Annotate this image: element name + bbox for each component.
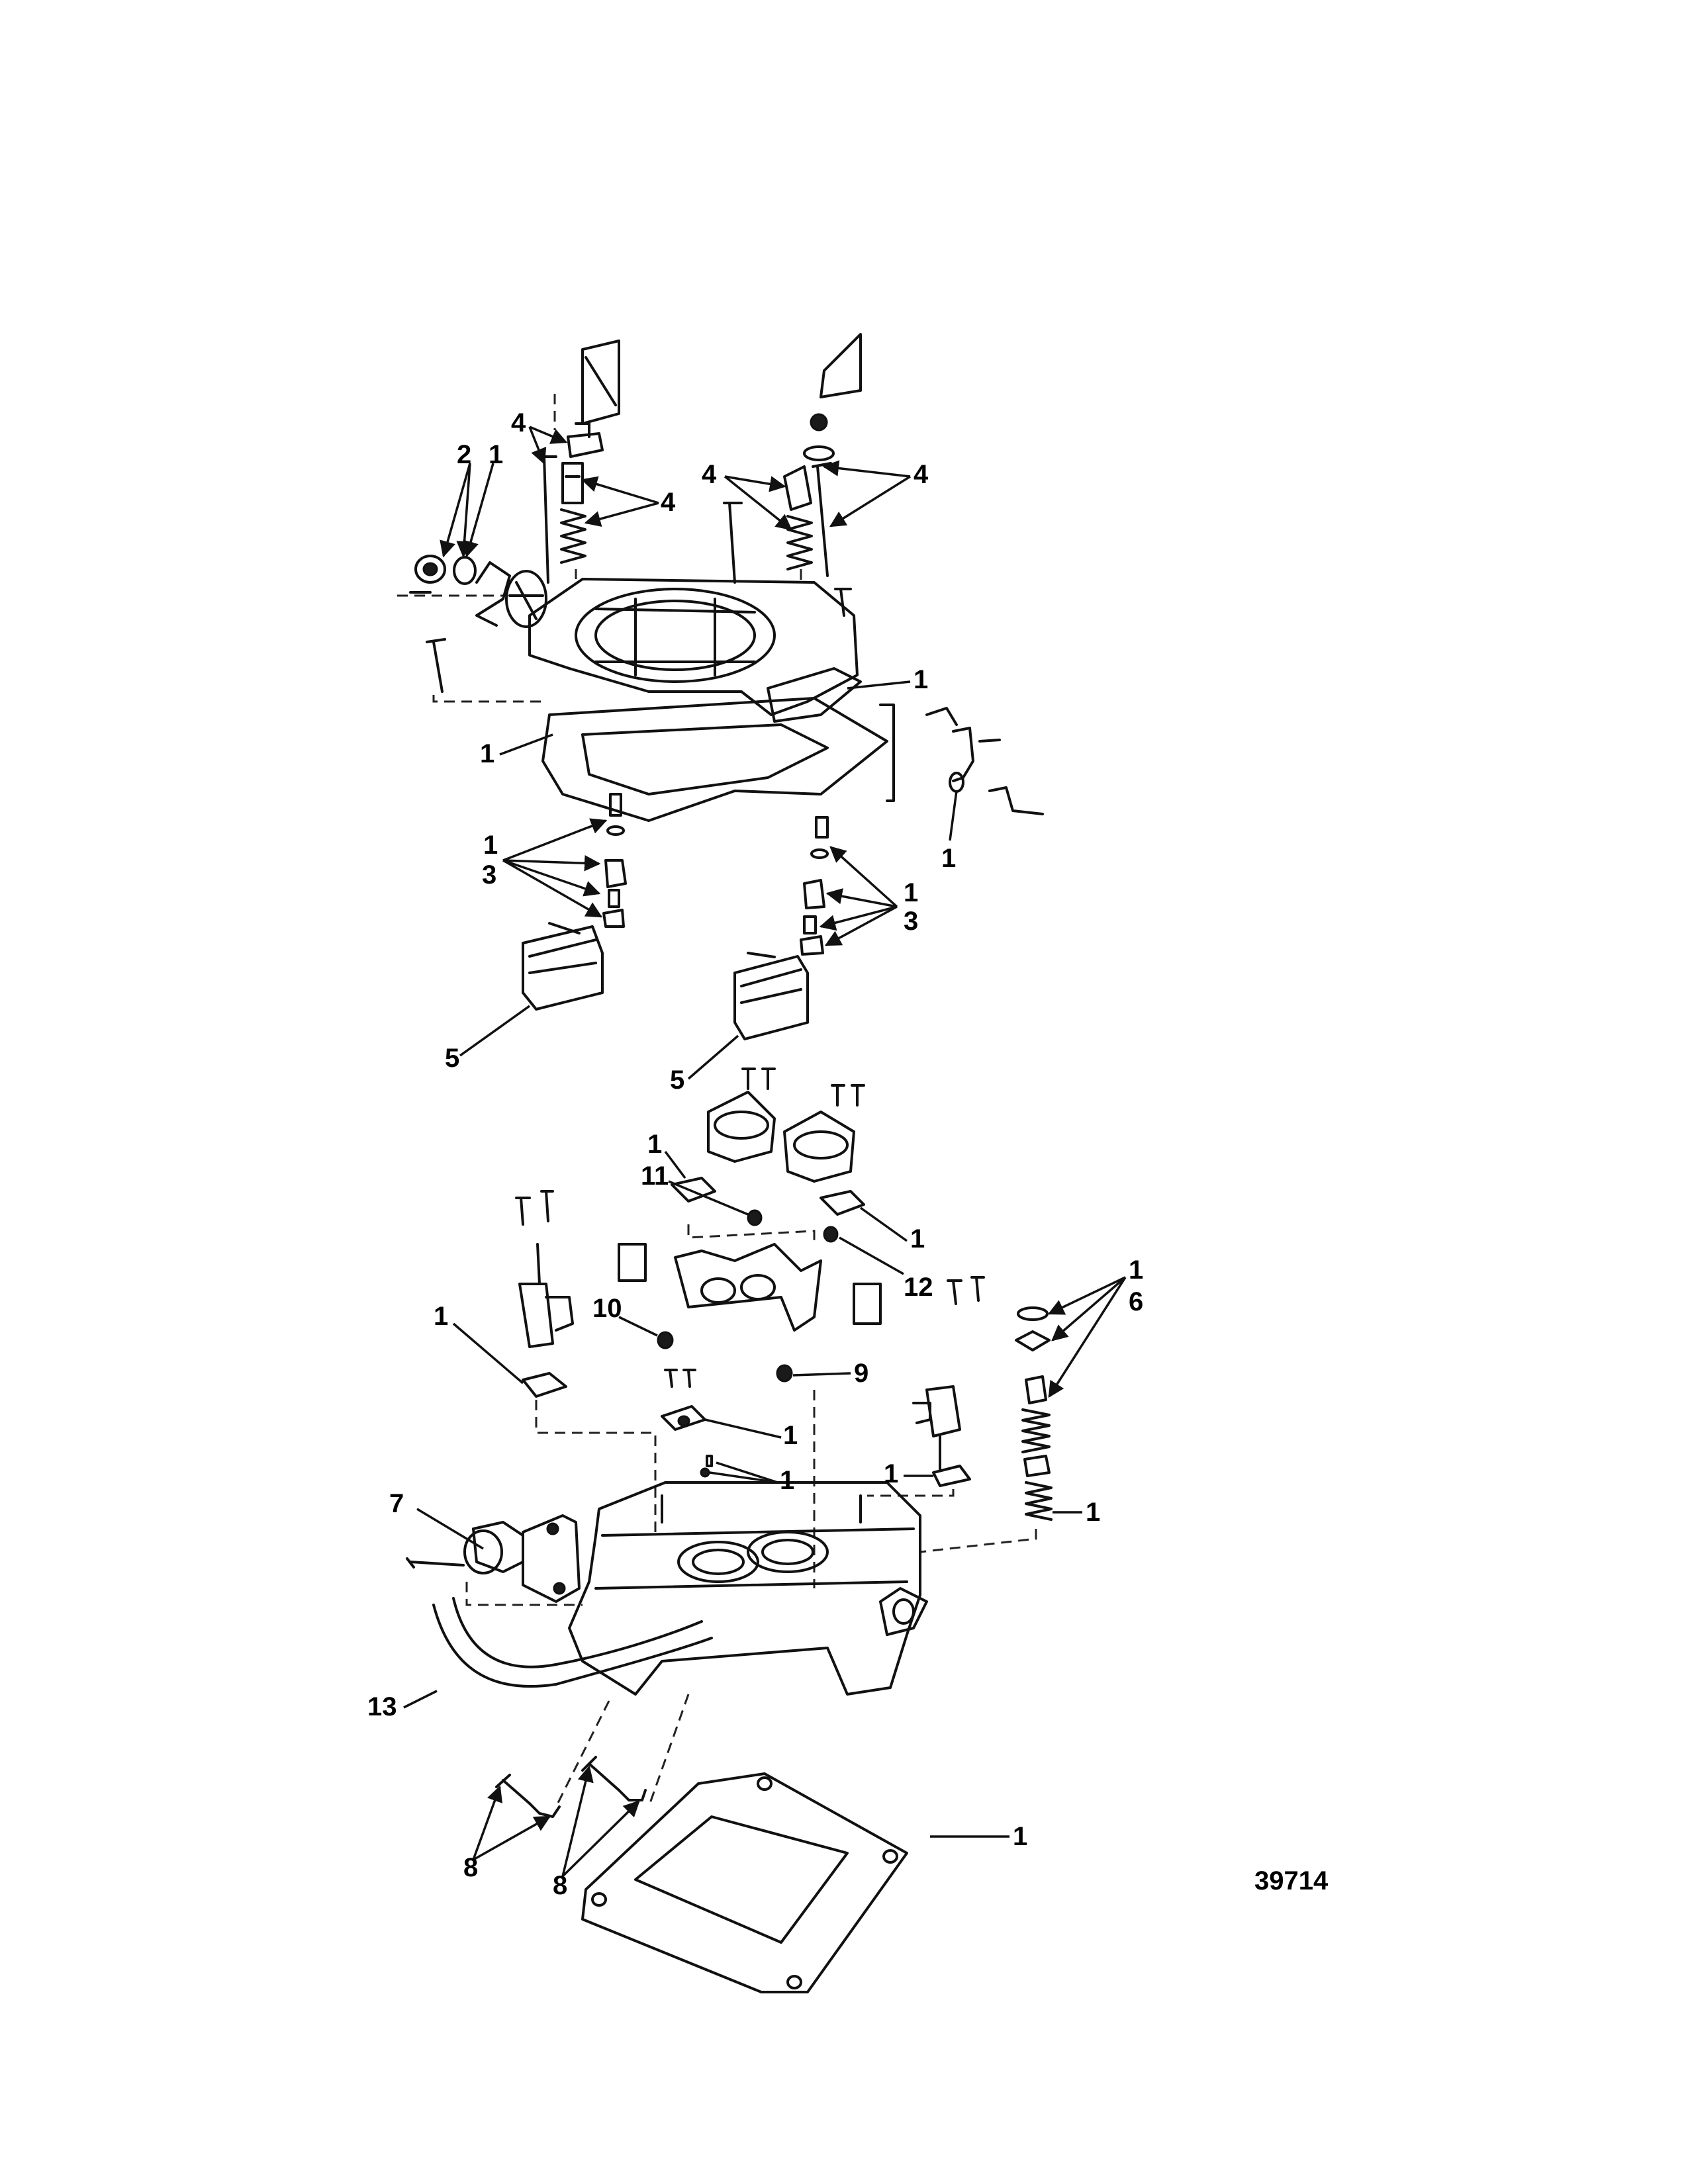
callout-label: 6 xyxy=(1129,1287,1143,1316)
callout-label: 1 xyxy=(884,1459,898,1488)
callout-label: 1 xyxy=(783,1421,798,1450)
callout-label: 1 xyxy=(914,665,928,694)
callout-label: 11 xyxy=(641,1161,669,1191)
callout-label: 8 xyxy=(463,1853,478,1882)
callout-label: 4 xyxy=(511,408,526,437)
callout-label: 2 xyxy=(457,440,471,469)
callout-label: 7 xyxy=(389,1489,404,1518)
air-horn-assembly xyxy=(397,333,1044,822)
callout-label: 3 xyxy=(482,860,496,889)
callout-label: 8 xyxy=(553,1871,567,1900)
callout-label: 5 xyxy=(670,1066,684,1095)
callout-label: 1 xyxy=(647,1130,662,1159)
callout-label: 4 xyxy=(914,460,929,489)
callout-label: 1 xyxy=(1086,1498,1100,1527)
callout-label: 1 xyxy=(483,831,498,860)
callout-label: 9 xyxy=(854,1359,868,1388)
callout-label: 1 xyxy=(910,1224,925,1253)
callout-label: 1 xyxy=(1129,1255,1143,1285)
callout-label: 1 xyxy=(1013,1822,1027,1851)
callout-labels: 4 2 1 4 4 4 1 1 1 1 3 1 3 5 5 1 11 1 12 … xyxy=(367,408,1143,1900)
callout-label: 13 xyxy=(367,1692,397,1721)
callout-label: 10 xyxy=(592,1294,622,1323)
figure-number: 39714 xyxy=(1254,1866,1329,1895)
callout-label: 3 xyxy=(904,907,918,936)
callout-label: 1 xyxy=(480,739,494,768)
callout-label: 5 xyxy=(445,1044,459,1073)
callout-label: 12 xyxy=(904,1273,933,1302)
callout-label: 4 xyxy=(661,488,676,517)
callout-label: 1 xyxy=(434,1302,448,1331)
callout-label: 1 xyxy=(941,844,956,873)
callout-label: 4 xyxy=(702,460,717,489)
callout-label: 1 xyxy=(904,878,918,907)
callout-label: 1 xyxy=(780,1466,794,1495)
step-up-piston-assemblies xyxy=(671,1068,865,1243)
leader-lines xyxy=(403,426,1127,1878)
base-parts xyxy=(495,1756,908,1993)
main-body xyxy=(406,1481,928,1807)
float-assemblies xyxy=(522,793,829,1040)
callout-label: 1 xyxy=(489,440,503,469)
